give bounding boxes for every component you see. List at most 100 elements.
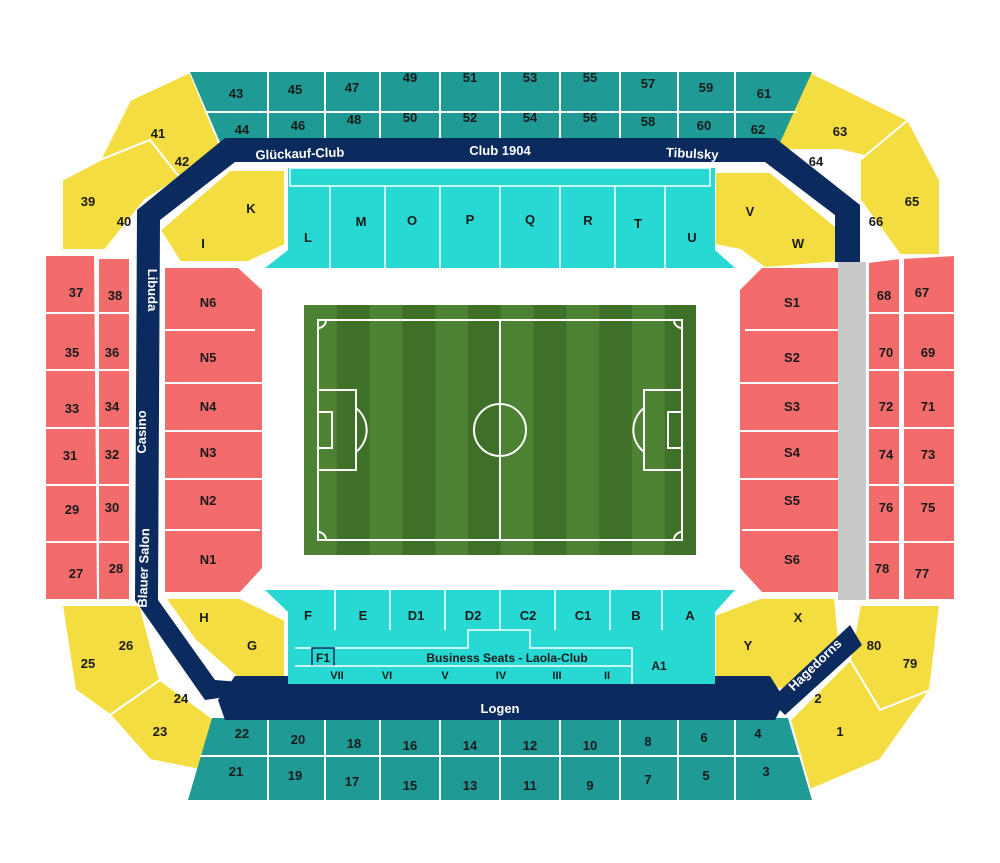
section-label: N1 — [200, 552, 217, 567]
section-label: 24 — [174, 691, 189, 706]
section-label: IV — [496, 670, 507, 682]
section-label: 27 — [69, 566, 83, 581]
north-lower-stand — [265, 167, 735, 268]
section-label: 64 — [809, 154, 824, 169]
section-label: 80 — [867, 638, 881, 653]
section-label: 69 — [921, 345, 935, 360]
north-upper-tier — [190, 72, 812, 147]
section-label: 79 — [903, 656, 917, 671]
logen-band — [218, 676, 785, 720]
west-lower-stand — [165, 268, 262, 592]
section-label: S4 — [784, 445, 801, 460]
section-label: 41 — [151, 126, 165, 141]
section-label-f1: F1 — [316, 651, 330, 665]
labels-south-upper-outer: 21 19 17 15 13 11 9 7 5 3 — [229, 764, 770, 793]
section-label: 43 — [229, 86, 243, 101]
corner-nw-inner[interactable] — [158, 169, 286, 263]
section-label: 40 — [117, 214, 131, 229]
section-label: 29 — [65, 502, 79, 517]
section-label: 42 — [175, 154, 189, 169]
section-label: S3 — [784, 399, 800, 414]
section-label: D1 — [408, 608, 425, 623]
section-label: VI — [382, 670, 392, 682]
section-label: 9 — [586, 778, 593, 793]
section-label: 18 — [347, 736, 361, 751]
section-label: S6 — [784, 552, 800, 567]
section-label: S2 — [784, 350, 800, 365]
section-label: 37 — [69, 285, 83, 300]
section-label: 62 — [751, 122, 765, 137]
section-label: 5 — [702, 768, 709, 783]
section-label: II — [604, 670, 610, 682]
section-label: 36 — [105, 345, 119, 360]
section-label: V — [746, 204, 755, 219]
section-label: 44 — [235, 122, 250, 137]
section-label: N3 — [200, 445, 217, 460]
labels-south-upper-inner: 22 20 18 16 14 12 10 8 6 4 — [235, 726, 763, 753]
section-label: 2 — [814, 691, 821, 706]
section-label: C2 — [520, 608, 537, 623]
section-label: 28 — [109, 561, 123, 576]
section-label: 75 — [921, 500, 935, 515]
section-label: F — [304, 608, 312, 623]
labels-north-upper-outer: 43 45 47 49 51 53 55 57 59 61 — [229, 70, 771, 101]
east-grey-strip — [838, 262, 866, 600]
section-label: 22 — [235, 726, 249, 741]
section-label: 21 — [229, 764, 243, 779]
labels-corner-se: 79 80 1 2 X Y — [744, 610, 918, 739]
section-label: O — [407, 213, 417, 228]
section-1[interactable] — [788, 658, 933, 792]
corner-ne-inner[interactable] — [714, 171, 841, 270]
section-label: 35 — [65, 345, 79, 360]
labels-north-lower: L M O P Q R T U — [304, 212, 697, 245]
labels-corner-nw: 41 42 39 40 K I — [81, 126, 257, 251]
section-label: G — [247, 638, 257, 653]
section-label: P — [466, 212, 475, 227]
section-label: VII — [330, 670, 343, 682]
section-label: 8 — [644, 734, 651, 749]
section-label: 12 — [523, 738, 537, 753]
section-label: 71 — [921, 399, 935, 414]
labels-east-inner: 68 70 72 74 76 78 — [875, 288, 894, 576]
section-label: 48 — [347, 112, 361, 127]
section-39[interactable] — [61, 138, 182, 251]
section-label: 15 — [403, 778, 417, 793]
section-label: 16 — [403, 738, 417, 753]
section-label: 13 — [463, 778, 477, 793]
section-label: 6 — [700, 730, 707, 745]
labels-west-inner: 38 36 34 32 30 28 — [105, 288, 123, 576]
section-label: 47 — [345, 80, 359, 95]
section-label: E — [359, 608, 368, 623]
section-label: 19 — [288, 768, 302, 783]
business-seats-title: Business Seats - Laola-Club — [426, 651, 587, 665]
section-label: 55 — [583, 70, 597, 85]
labels-west-lower: N6 N5 N4 N3 N2 N1 — [200, 295, 217, 567]
lounge-logen: Logen — [481, 701, 520, 716]
section-label: B — [631, 608, 640, 623]
section-label: 59 — [699, 80, 713, 95]
section-label: 32 — [105, 447, 119, 462]
labels-corner-ne: 63 64 65 66 V W — [746, 124, 920, 251]
east-outer-stand — [902, 253, 956, 601]
section-label: 30 — [105, 500, 119, 515]
section-label: R — [583, 213, 593, 228]
section-label: 67 — [915, 285, 929, 300]
section-label: 1 — [836, 724, 843, 739]
section-label: D2 — [465, 608, 482, 623]
lounge-club-1904: Club 1904 — [469, 143, 531, 158]
section-label: 54 — [523, 110, 538, 125]
section-label: 11 — [523, 778, 537, 793]
lounge-blauer-salon: Blauer Salon — [135, 528, 153, 608]
section-label: 10 — [583, 738, 597, 753]
labels-east-lower: S1 S2 S3 S4 S5 S6 — [784, 295, 801, 567]
section-label: 60 — [697, 118, 711, 133]
section-label: 46 — [291, 118, 305, 133]
section-label: S5 — [784, 493, 800, 508]
pitch-icon — [304, 305, 696, 555]
labels-north-upper-inner: 44 46 48 50 52 54 56 58 60 62 — [235, 110, 765, 137]
labels-west-outer: 37 35 33 31 29 27 — [63, 285, 83, 581]
lounge-glueckauf-club: Glückauf-Club — [255, 144, 344, 162]
labels-corner-sw: 25 26 23 24 H G — [81, 610, 257, 739]
section-label: 34 — [105, 399, 120, 414]
